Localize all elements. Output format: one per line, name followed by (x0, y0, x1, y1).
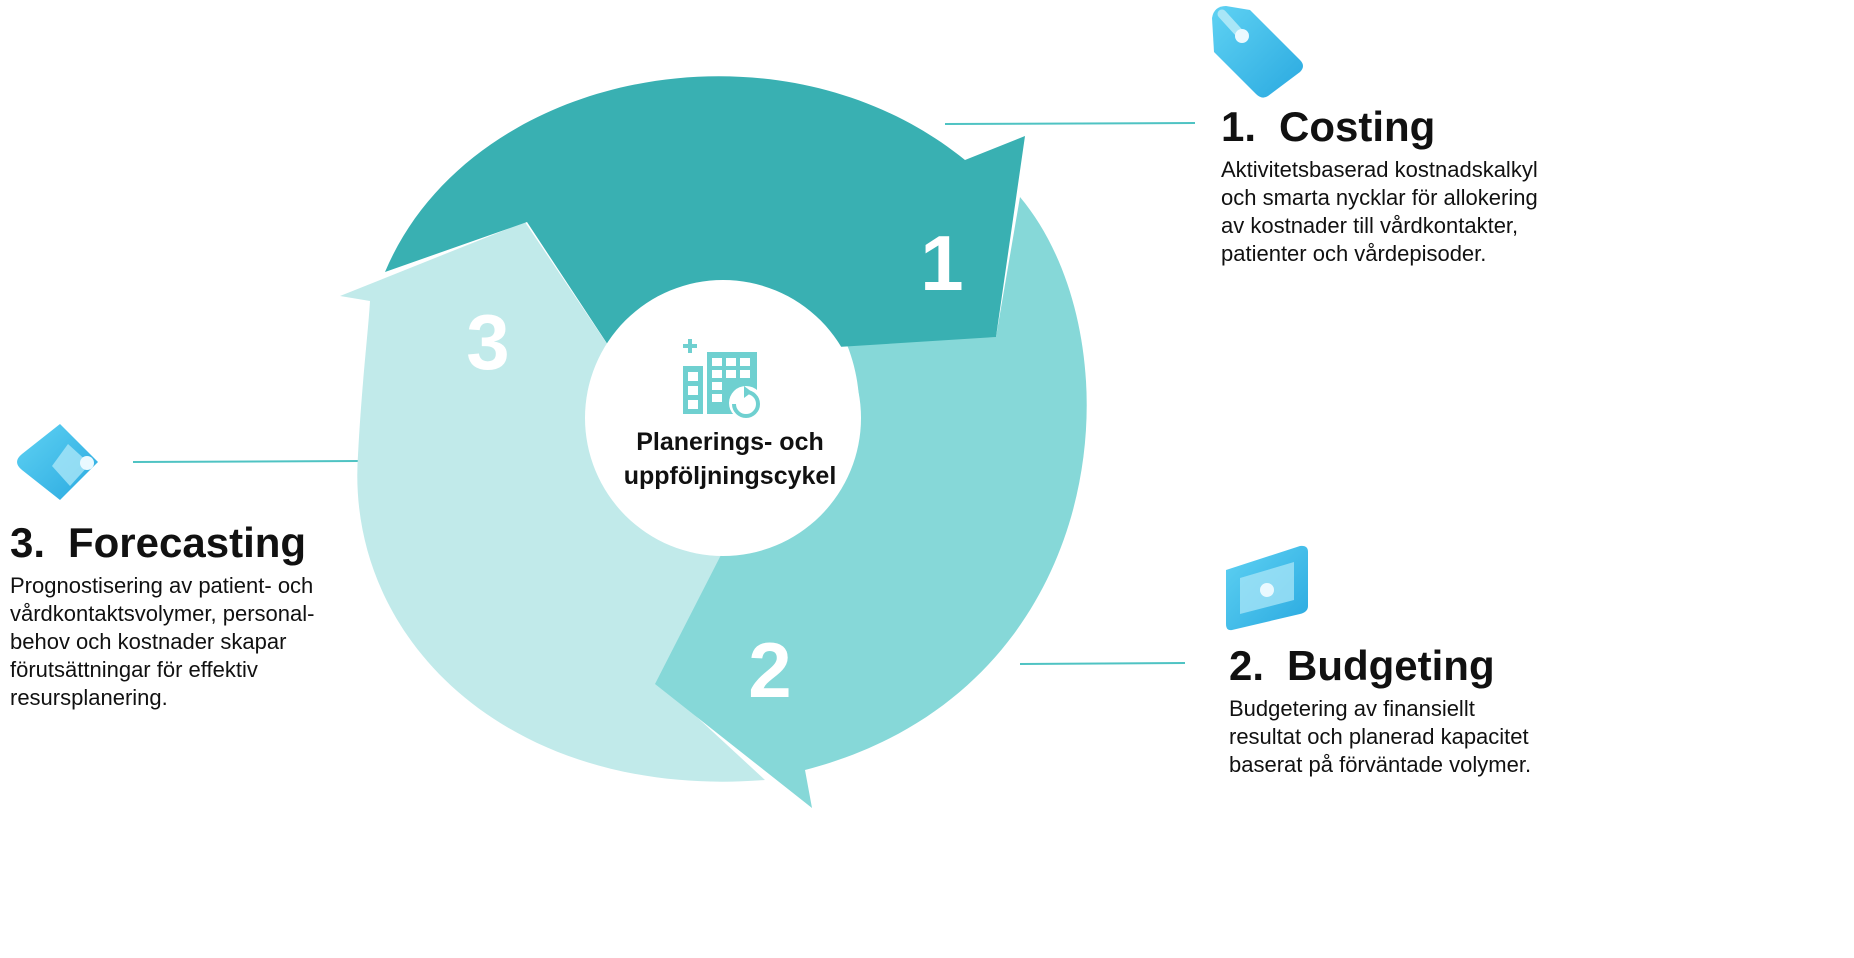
segment-number-1: 1 (920, 219, 963, 307)
costing-line-3: av kostnader till vårdkontakter, (1221, 213, 1519, 238)
forecasting-line-3: behov och kostnader skapar (10, 629, 287, 654)
forecasting-line-4: förutsättningar för effektiv (10, 657, 258, 682)
center-title-line-1: Planerings- och (636, 428, 824, 456)
center-title: Planerings- och uppföljningscykel (600, 425, 860, 493)
costing-title: Costing (1279, 103, 1436, 150)
costing-heading: 1. Costing (1221, 104, 1854, 150)
cycle-segment-3 (340, 222, 765, 782)
budgeting-number: 2. (1229, 642, 1265, 689)
connector-forecasting (132, 460, 361, 463)
center-circle (585, 280, 861, 556)
forecast-tag-icon (17, 424, 98, 500)
forecasting-line-1: Prognostisering av patient- och (10, 573, 314, 598)
costing-line-2: och smarta nycklar för allokering (1221, 185, 1538, 210)
connector-budgeting (1019, 662, 1186, 665)
forecasting-block: 3. Forecasting Prognostisering av patient… (10, 520, 430, 712)
money-bill-icon (1226, 545, 1308, 631)
costing-block: 1. Costing Aktivitetsbaserad kostnadskalk… (1221, 104, 1854, 268)
costing-number: 1. (1221, 103, 1257, 150)
forecasting-number: 3. (10, 519, 46, 566)
connector-costing (944, 122, 1196, 125)
costing-line-1: Aktivitetsbaserad kostnadskalkyl (1221, 157, 1538, 182)
budgeting-line-3: baserat på förväntade volymer. (1229, 752, 1532, 777)
calendar-planning-icon (683, 339, 763, 420)
cycle-segment-1 (385, 76, 1025, 350)
price-tag-icon (1212, 6, 1303, 98)
budgeting-line-2: resultat och planerad kapacitet (1229, 724, 1529, 749)
budgeting-line-1: Budgetering av finansiellt (1229, 696, 1475, 721)
forecasting-line-5: resursplanering. (10, 685, 168, 710)
forecasting-line-2: vårdkontaktsvolymer, personal- (10, 601, 315, 626)
costing-line-4: patienter och vårdepisoder. (1221, 241, 1487, 266)
forecasting-description: Prognostisering av patient- och vårdkont… (10, 572, 430, 712)
center-title-line-2: uppföljningscykel (623, 462, 837, 490)
budgeting-block: 2. Budgeting Budgetering av finansiellt r… (1229, 643, 1854, 779)
budgeting-heading: 2. Budgeting (1229, 643, 1854, 689)
segment-number-2: 2 (748, 626, 791, 714)
budgeting-title: Budgeting (1287, 642, 1495, 689)
forecasting-heading: 3. Forecasting (10, 520, 430, 566)
cycle-segment-2 (655, 197, 1087, 808)
costing-description: Aktivitetsbaserad kostnadskalkyl och sma… (1221, 156, 1854, 268)
budgeting-description: Budgetering av finansiellt resultat och … (1229, 695, 1854, 779)
forecasting-title: Forecasting (68, 519, 307, 566)
segment-number-3: 3 (466, 298, 509, 386)
